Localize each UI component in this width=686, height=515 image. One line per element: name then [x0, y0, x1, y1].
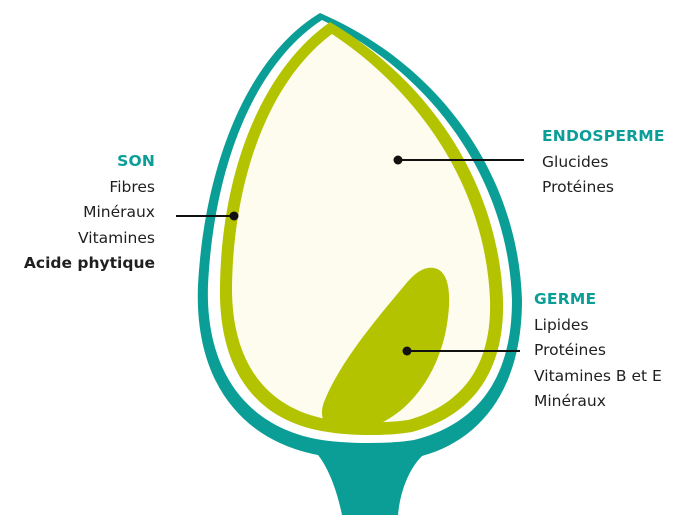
endosperme-label-block: ENDOSPERME Glucides Protéines — [542, 124, 665, 201]
son-item-acide-phytique: Acide phytique — [24, 251, 155, 277]
germe-item-lipides: Lipides — [534, 313, 662, 339]
son-label-block: SON Fibres Minéraux Vitamines Acide phyt… — [24, 149, 155, 277]
germe-item-vitamines: Vitamines B et E — [534, 364, 662, 390]
endosperme-item-glucides: Glucides — [542, 150, 665, 176]
son-heading: SON — [24, 149, 155, 175]
son-item-vitamines: Vitamines — [24, 226, 155, 252]
endosperme-item-proteines: Protéines — [542, 175, 665, 201]
germe-item-proteines: Protéines — [534, 338, 662, 364]
son-item-mineraux: Minéraux — [24, 200, 155, 226]
germe-heading: GERME — [534, 287, 662, 313]
endosperme-heading: ENDOSPERME — [542, 124, 665, 150]
son-item-fibres: Fibres — [24, 175, 155, 201]
son-marker-dot — [230, 212, 239, 221]
germe-marker-dot — [403, 347, 412, 356]
endosperme-marker-dot — [394, 156, 403, 165]
germe-item-mineraux: Minéraux — [534, 389, 662, 415]
germe-label-block: GERME Lipides Protéines Vitamines B et E… — [534, 287, 662, 415]
